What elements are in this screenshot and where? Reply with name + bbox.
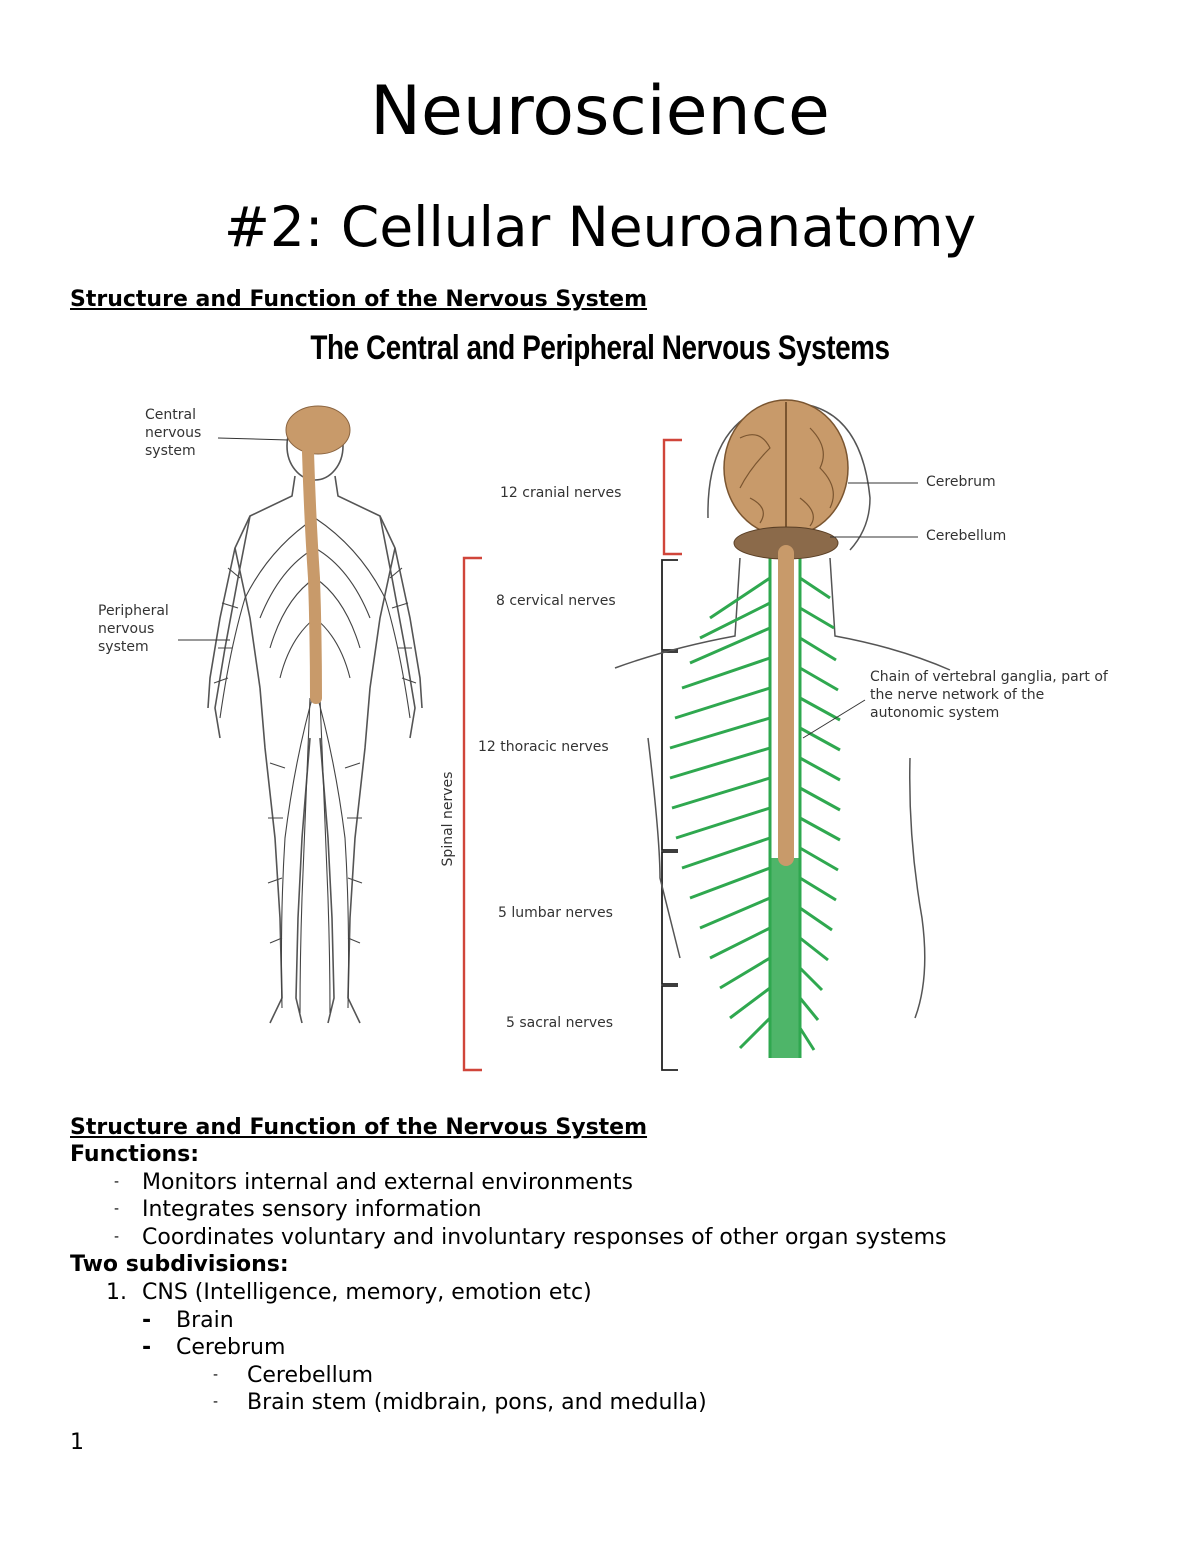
list-item: -Monitors internal and external environm… <box>114 1169 633 1195</box>
back-outline <box>614 402 951 1019</box>
list-item: 1.CNS (Intelligence, memory, emotion etc… <box>106 1279 592 1305</box>
human-figure-outline <box>207 411 423 1024</box>
list-item: -Brain stem (midbrain, pons, and medulla… <box>213 1390 707 1416</box>
cranial-bracket <box>662 438 682 556</box>
label-sacral-nerves: 5 sacral nerves <box>506 1015 614 1031</box>
back-view-cns <box>723 399 849 866</box>
label-cervical-nerves: 8 cervical nerves <box>496 593 616 609</box>
label-cranial-nerves: 12 cranial nerves <box>500 485 622 501</box>
section-heading-2: Structure and Function of the Nervous Sy… <box>70 1115 648 1140</box>
nervous-system-figure: The Central and Peripheral Nervous Syste… <box>70 318 1130 1078</box>
list-item: -Brain <box>142 1307 234 1333</box>
cauda-equina <box>770 858 800 1058</box>
section-heading-1: Structure and Function of the Nervous Sy… <box>70 287 648 312</box>
nervous-system-illustration <box>178 399 951 1072</box>
list-item: -Integrates sensory information <box>114 1197 482 1223</box>
label-cerebrum: Cerebrum <box>926 474 996 490</box>
cns-items-list: -Brain -Cerebrum <box>70 1307 1150 1362</box>
label-peripheral-nervous-system: Peripheral nervous system <box>98 603 169 655</box>
list-item: -Cerebellum <box>213 1362 374 1388</box>
document-subtitle: #2: Cellular Neuroanatomy <box>223 195 977 259</box>
subdivisions-list: 1.CNS (Intelligence, memory, emotion etc… <box>70 1279 1150 1307</box>
functions-label: Functions: <box>70 1142 200 1167</box>
label-cerebellum: Cerebellum <box>926 528 1007 544</box>
label-spinal-nerves: Spinal nerves <box>440 771 456 867</box>
cerebrum-items-list: -Cerebellum -Brain stem (midbrain, pons,… <box>70 1362 1150 1417</box>
figure-title: The Central and Peripheral Nervous Syste… <box>310 329 890 367</box>
label-vertebral-ganglia: Chain of vertebral ganglia, part of the … <box>870 669 1108 721</box>
label-thoracic-nerves: 12 thoracic nerves <box>478 739 609 755</box>
list-item: -Cerebrum <box>142 1335 286 1361</box>
subdivisions-label: Two subdivisions: <box>70 1252 289 1278</box>
document-title: Neuroscience <box>370 72 830 151</box>
label-central-nervous-system: Central nervous system <box>145 407 202 459</box>
functions-list: -Monitors internal and external environm… <box>70 1169 1150 1252</box>
list-item: -Coordinates voluntary and involuntary r… <box>114 1224 947 1250</box>
central-nervous-system <box>285 405 351 704</box>
autonomic-nerves <box>669 548 841 1058</box>
label-lumbar-nerves: 5 lumbar nerves <box>498 905 613 921</box>
page-number: 1 <box>70 1430 84 1455</box>
segment-brackets <box>661 559 678 1071</box>
spinal-bracket <box>462 556 482 1072</box>
body-content: Functions: -Monitors internal and extern… <box>70 1141 1150 1417</box>
